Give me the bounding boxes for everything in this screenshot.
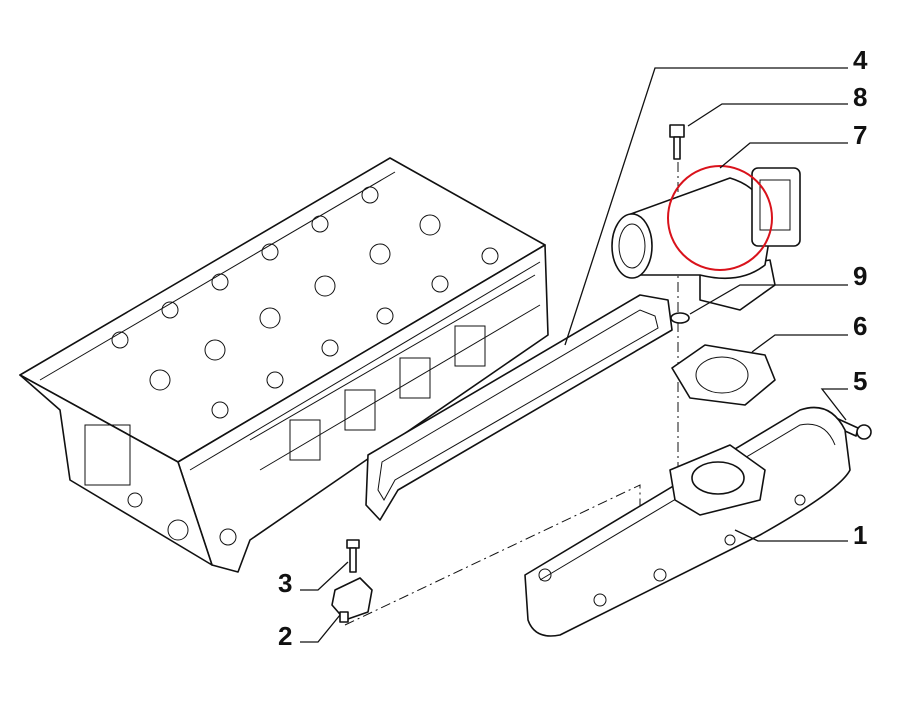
sensor-axis — [344, 484, 641, 626]
intake-manifold — [524, 406, 851, 637]
callout-6: 6 — [853, 311, 868, 341]
throttle-body — [611, 167, 801, 311]
callout-1: 1 — [853, 520, 868, 550]
bolt-8 — [669, 124, 685, 160]
pressure-sensor — [331, 577, 373, 623]
screw-3 — [346, 539, 360, 573]
callout-9: 9 — [853, 261, 868, 291]
callout-7: 7 — [853, 120, 868, 150]
leader-lines — [300, 67, 848, 643]
callout-2: 2 — [278, 621, 293, 651]
cylinder-head — [19, 157, 549, 573]
callout-5: 5 — [853, 366, 868, 396]
highlight-circle — [667, 165, 773, 271]
callout-8: 8 — [853, 82, 868, 112]
callout-4: 4 — [853, 45, 868, 75]
callout-3: 3 — [278, 568, 293, 598]
throttle-gasket — [671, 344, 776, 406]
intake-gasket — [365, 294, 673, 521]
o-ring — [670, 312, 690, 324]
cylinder-head-ports — [84, 186, 499, 546]
